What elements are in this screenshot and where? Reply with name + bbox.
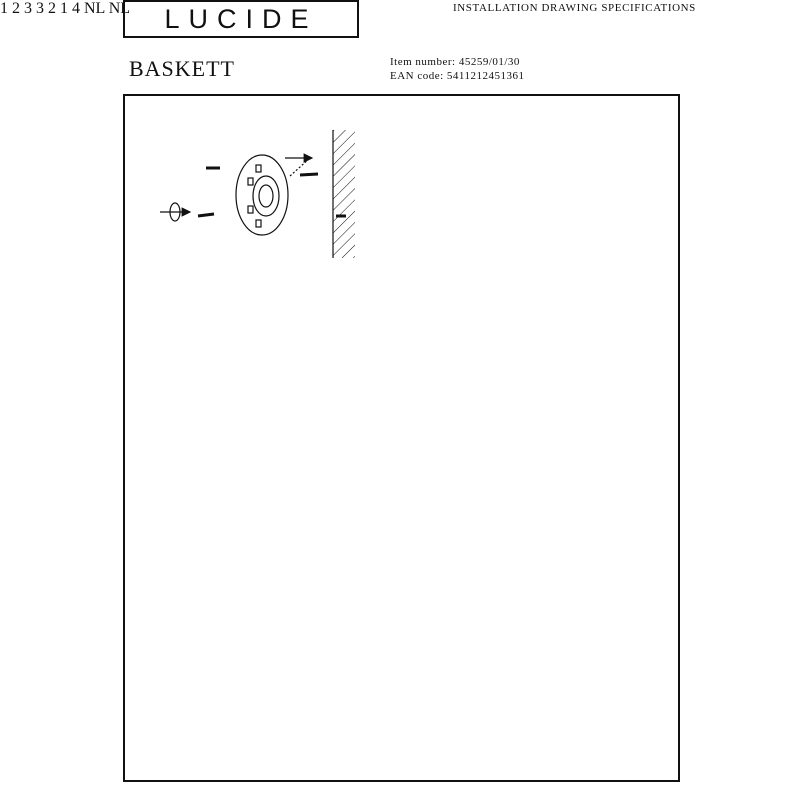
step1-drawing: [160, 130, 355, 258]
drawing-frame: [123, 94, 680, 782]
wall-1: [333, 130, 355, 258]
step-2-number: 2: [12, 0, 20, 17]
product-meta: Item number: 45259/01/30 EAN code: 54112…: [390, 55, 525, 83]
callout-2: 2: [48, 0, 56, 17]
brand-text: LUCIDE: [164, 3, 318, 34]
ean-code: EAN code: 5411212451361: [390, 70, 525, 82]
mounting-plate: [235, 154, 289, 236]
step-1-number: 1: [0, 0, 8, 17]
item-number: Item number: 45259/01/30: [390, 56, 520, 68]
step-3-number: 3: [24, 0, 32, 17]
step-4-number: 4: [72, 0, 80, 17]
screw-2: [197, 212, 215, 218]
callout-3: 3: [36, 0, 44, 17]
document-type: INSTALLATION DRAWING SPECIFICATIONS: [453, 2, 696, 14]
product-name: BASKETT: [129, 56, 235, 81]
callout-1: 1: [60, 0, 68, 17]
brand-logo: LUCIDE: [123, 0, 359, 38]
nl-label-left: NL: [84, 0, 105, 17]
